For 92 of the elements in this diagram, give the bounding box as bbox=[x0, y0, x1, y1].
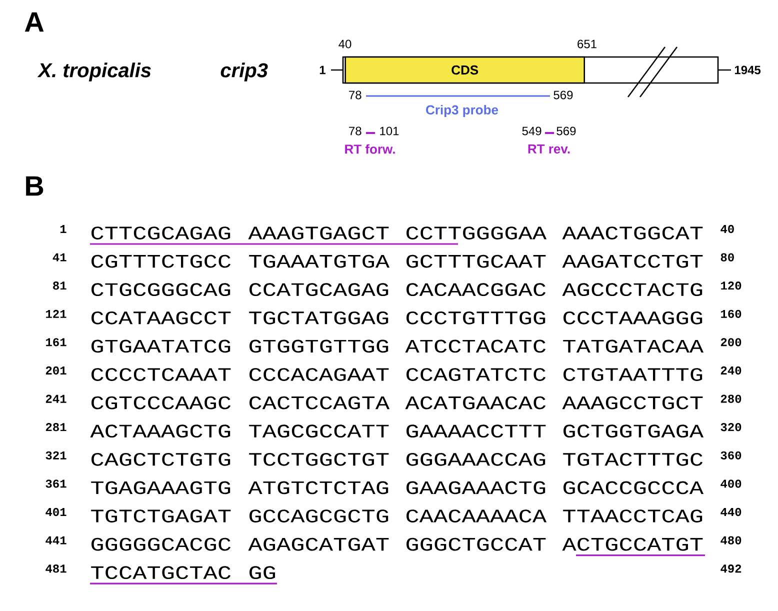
primer-label: RT forw. bbox=[345, 144, 395, 154]
position-number: 101 bbox=[380, 126, 399, 136]
sequence-text: TCCTGGCTGT bbox=[249, 452, 389, 466]
position-number: 321 bbox=[46, 451, 66, 460]
position-number: 360 bbox=[720, 451, 742, 460]
sequence-text: GGGAAACCAG bbox=[406, 452, 546, 466]
position-number: 480 bbox=[720, 536, 742, 544]
position-number: 481 bbox=[46, 564, 66, 573]
sequence-text: AAAGCCTGCT bbox=[562, 396, 703, 410]
sequence-text: GCTTTGCAAT bbox=[406, 254, 546, 268]
sequence-text: CGTCCCAAGC bbox=[92, 396, 231, 410]
cds-box: CDS bbox=[344, 56, 585, 84]
sequence-text: TGAAATGTGA bbox=[249, 254, 390, 268]
sequence-text: GAAGAAACTG bbox=[406, 481, 546, 494]
sequence-text: CCTTGGGGAA bbox=[406, 226, 547, 240]
sequence-text: TGAGAAAGTG bbox=[91, 481, 230, 494]
position-number: 201 bbox=[46, 366, 66, 375]
position-number: 40 bbox=[720, 224, 734, 234]
position-number: 121 bbox=[46, 310, 66, 318]
position-number: 361 bbox=[46, 480, 66, 488]
primer-label: RT rev. bbox=[528, 144, 570, 154]
sequence-text: TCCATGCTAC bbox=[91, 566, 231, 580]
position-number: 549 bbox=[522, 126, 542, 136]
position-number: 569 bbox=[556, 126, 576, 136]
sequence-text: AGAGCATGAT bbox=[248, 538, 389, 551]
probe-label: Crip3 probe bbox=[426, 104, 498, 118]
sequence-text: GCTGGTGAGA bbox=[564, 424, 704, 438]
sequence-text: TTAACCTCAG bbox=[563, 510, 702, 522]
sequence-text: GG bbox=[250, 566, 276, 580]
sequence-text: CCATGCAGAG bbox=[250, 283, 388, 296]
sequence-text: TGTCTGAGAT bbox=[91, 510, 231, 522]
sequence-text: AAACTGGCAT bbox=[562, 226, 703, 240]
sequence-text: CAACAAAACA bbox=[406, 510, 547, 522]
sequence-text: CACAACGGAC bbox=[406, 283, 546, 296]
sequence-text: GCACCGCCCA bbox=[564, 481, 704, 494]
position-number: 81 bbox=[53, 282, 66, 290]
position-number: 320 bbox=[720, 423, 742, 432]
sequence-text: GTGGTGTTGG bbox=[250, 340, 388, 353]
sequence-text: GAAAACCTTT bbox=[406, 424, 546, 438]
species-name: X. tropicalis bbox=[37, 62, 151, 82]
position-number: 280 bbox=[720, 394, 742, 403]
position-number: 1 bbox=[320, 66, 326, 74]
sequence-text: CCCACAGAAT bbox=[250, 368, 389, 381]
gene-name: crip3 bbox=[220, 62, 268, 82]
position-number: 281 bbox=[46, 423, 66, 432]
position-number: 400 bbox=[720, 480, 742, 488]
position-number: 120 bbox=[721, 282, 742, 290]
sequence-text: CAGCTCTGTG bbox=[92, 452, 230, 466]
position-number: 492 bbox=[720, 564, 742, 573]
sequence-text: ACATGAACAC bbox=[405, 396, 546, 410]
position-number: 240 bbox=[720, 366, 742, 375]
sequence-text: CTTCGCAGAG bbox=[92, 226, 230, 240]
panel-letter: B bbox=[26, 176, 44, 196]
sequence-text: AGCCCTACTG bbox=[562, 283, 702, 296]
sequence-text: CACTCCAGTA bbox=[250, 396, 390, 410]
sequence-text: AAGATCCTGT bbox=[562, 254, 703, 268]
sequence-text: CCCTGTTTGG bbox=[406, 311, 546, 324]
position-number: 40 bbox=[338, 40, 352, 48]
position-number: 401 bbox=[46, 508, 66, 516]
position-number: 1945 bbox=[734, 66, 761, 74]
sequence-text: TATGATACAA bbox=[563, 340, 704, 353]
position-number: 440 bbox=[720, 508, 742, 516]
sequence-text: TAGCGCCATT bbox=[249, 424, 389, 438]
sequence-text: CCAGTATCTC bbox=[406, 368, 546, 381]
sequence-text: ACTGCCATGT bbox=[562, 538, 703, 551]
position-number: 1 bbox=[60, 225, 66, 233]
sequence-text: GTGAATATCG bbox=[92, 340, 230, 353]
sequence-text: CCCCTCAAAT bbox=[92, 368, 231, 381]
position-number: 200 bbox=[720, 338, 742, 346]
sequence-text: ATGTCTCTAG bbox=[248, 481, 388, 494]
sequence-text: GCCAGCGCTG bbox=[250, 510, 388, 522]
position-number: 441 bbox=[46, 536, 66, 544]
position-number: 241 bbox=[46, 394, 66, 403]
position-number: 80 bbox=[720, 253, 734, 262]
sequence-text: TGTACTTTGC bbox=[563, 452, 703, 466]
sequence-text: TGCTATGGAG bbox=[249, 311, 388, 324]
sequence-text: CCATAAGCCT bbox=[92, 311, 231, 324]
position-number: 78 bbox=[349, 126, 362, 136]
position-number: 651 bbox=[578, 40, 596, 48]
sequence-text: ATCCTACATC bbox=[405, 340, 546, 353]
position-number: 160 bbox=[721, 310, 742, 318]
sequence-text: GGGCTGCCAT bbox=[406, 538, 546, 551]
sequence-text: ACTAAAGCTG bbox=[90, 424, 230, 438]
position-number: 161 bbox=[46, 338, 66, 346]
panel-letter: A bbox=[24, 12, 44, 32]
sequence-text: CCCTAAAGGG bbox=[564, 311, 702, 324]
sequence-text: GGGGGCACGC bbox=[92, 538, 231, 551]
sequence-text: AAAGTGAGCT bbox=[248, 226, 389, 240]
sequence-text: CTGTAATTTG bbox=[564, 368, 702, 381]
sequence-text: CTGCGGGCAG bbox=[92, 283, 230, 296]
position-number: 41 bbox=[52, 253, 66, 262]
sequence-text: CGTTTCTGCC bbox=[92, 254, 231, 268]
